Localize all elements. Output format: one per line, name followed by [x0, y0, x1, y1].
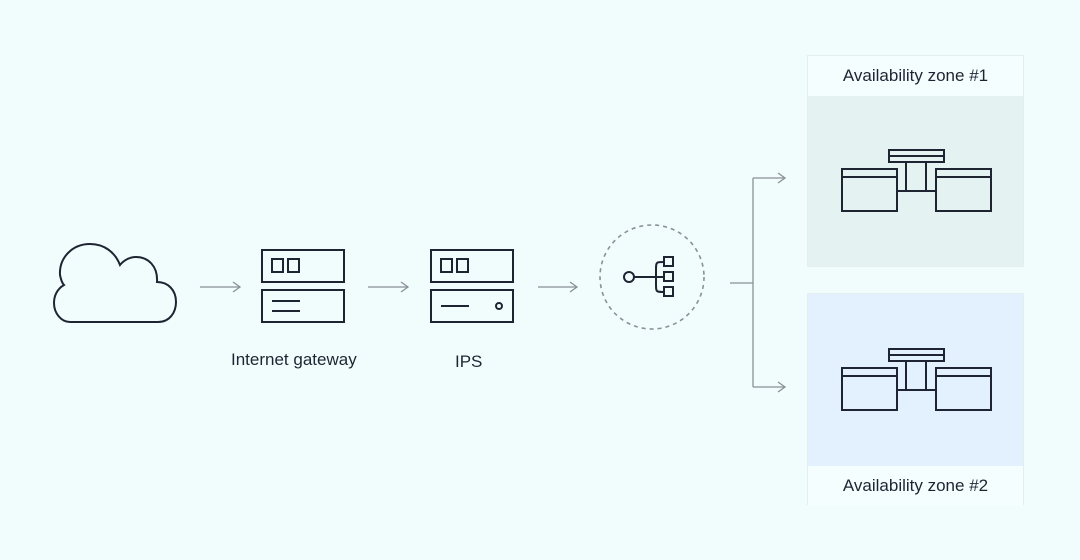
server-icon: [261, 249, 345, 323]
ips-label: IPS: [455, 352, 483, 371]
availability-zone-2: Availability zone #2: [807, 293, 1024, 506]
branch-connector: [730, 172, 787, 393]
cloud-icon: [52, 242, 178, 323]
internet-gateway-label: Internet gateway: [231, 350, 357, 369]
database-cluster-icon: [841, 149, 992, 212]
zone-1-title: Availability zone #1: [808, 56, 1023, 96]
ips-server-icon: [430, 249, 514, 323]
database-cluster-icon: [841, 348, 992, 411]
load-balancer-icon: [599, 224, 705, 330]
zone-1-body: [808, 96, 1023, 266]
arrow-ips-to-balancer: [538, 281, 579, 293]
arrow-gateway-to-ips: [368, 281, 410, 293]
arrow-cloud-to-gateway: [200, 281, 242, 293]
availability-zone-1: Availability zone #1: [807, 55, 1024, 267]
zone-2-body: [808, 294, 1023, 466]
zone-2-title: Availability zone #2: [808, 466, 1023, 506]
